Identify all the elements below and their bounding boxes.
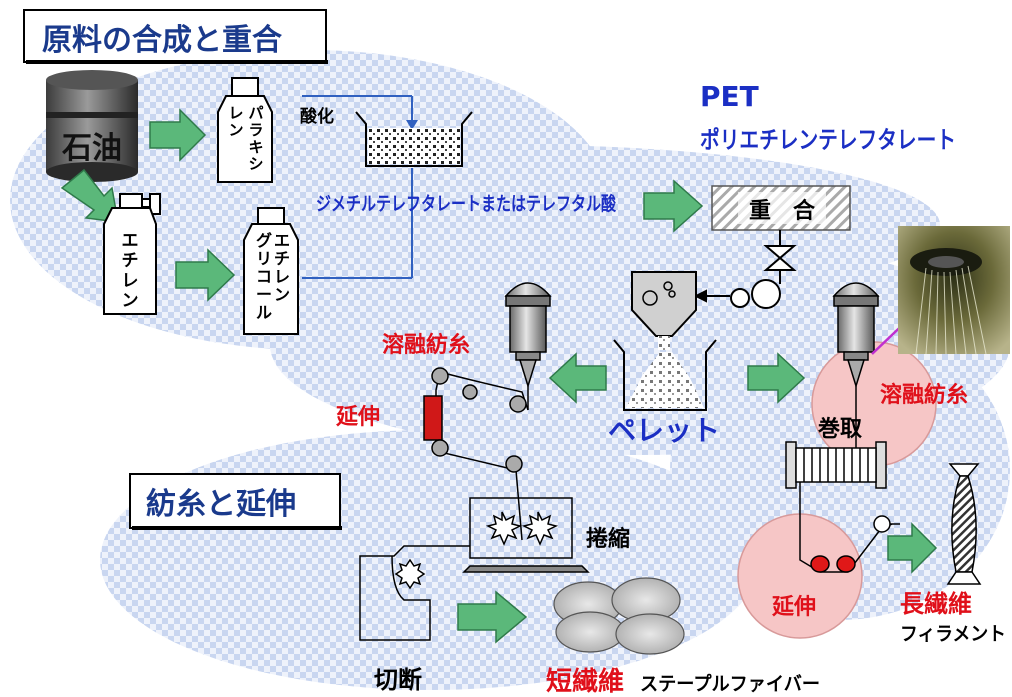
oxidation-label: 酸化 — [300, 106, 334, 127]
glycol-label-col2: グリコール — [256, 231, 272, 322]
valve — [693, 230, 797, 309]
winding-label: 巻取 — [818, 416, 862, 442]
cutting-label: 切断 — [374, 666, 422, 694]
oxidation-tank: 酸化 — [300, 95, 473, 279]
spinneret-right — [832, 282, 915, 440]
drawing-rollers-right: 延伸 — [771, 482, 900, 620]
cutter: 切断 — [359, 545, 470, 694]
section-title-synthesis: 原料の合成と重合 — [23, 9, 328, 64]
paraxylene-bottle — [217, 77, 273, 183]
pet-fullname-label: ポリエチレンテレフタレート — [700, 126, 956, 154]
flow-arrows — [60, 108, 938, 644]
oil-label: 石油 — [61, 131, 122, 166]
paraxylene-label-col1: パラキシ — [248, 104, 263, 173]
crimping-label: 捲縮 — [586, 526, 630, 552]
section-title-spinning: 紡糸と延伸 — [129, 473, 342, 530]
filament-bobbin — [946, 463, 982, 585]
oil-barrel: 石油 — [46, 70, 138, 182]
spinning-title: 紡糸と延伸 — [146, 487, 296, 522]
long-fiber-label: 長繊維 — [900, 590, 972, 618]
spinneret-left — [504, 282, 552, 410]
polymerization-label: 重 合 — [749, 198, 816, 224]
paraxylene-label-col2: レン — [228, 104, 243, 139]
winding-bobbin — [785, 440, 887, 489]
drawing-left-label: 延伸 — [335, 405, 380, 430]
arrow-to-filament — [887, 522, 938, 574]
filament-label: フィラメント — [900, 623, 1006, 645]
dmt-label: ジメチルテレフタレートまたはテレフタル酸 — [316, 192, 617, 215]
staple-fiber-clouds — [553, 577, 685, 655]
arrow-to-polymerization — [643, 179, 704, 233]
melt-spinning-left-label: 溶融紡糸 — [382, 332, 470, 358]
pellet-label: ペレット — [608, 414, 720, 447]
drawing-rollers-left — [423, 367, 529, 541]
glycol-bottle — [243, 207, 299, 335]
ethylene-bottle — [103, 193, 161, 315]
drawing-right-label: 延伸 — [771, 595, 816, 620]
arrow-ethylene-to-glycol — [175, 248, 236, 302]
melt-spinning-right-label: 溶融紡糸 — [880, 382, 968, 408]
glycol-label-col1: エチレン — [274, 231, 290, 304]
arrow-pellet-to-right — [747, 352, 806, 404]
ethylene-label: エチレン — [122, 231, 139, 311]
arrow-to-cutting — [457, 590, 528, 644]
arrow-pellet-to-left — [548, 352, 607, 404]
staple-fiber-label: ステープルファイバー — [640, 672, 820, 695]
crimper: 捲縮 — [462, 497, 630, 573]
pellet-hopper: ペレット — [608, 271, 720, 447]
arrow-oil-to-ethylene — [60, 168, 119, 223]
spinneret-photo — [898, 226, 1010, 355]
short-fiber-label: 短繊維 — [546, 666, 624, 697]
pet-label: PET — [700, 80, 759, 113]
polymerization-box: 重 合 — [711, 185, 851, 231]
synthesis-title: 原料の合成と重合 — [42, 23, 282, 58]
arrow-oil-to-paraxylene — [149, 108, 207, 162]
